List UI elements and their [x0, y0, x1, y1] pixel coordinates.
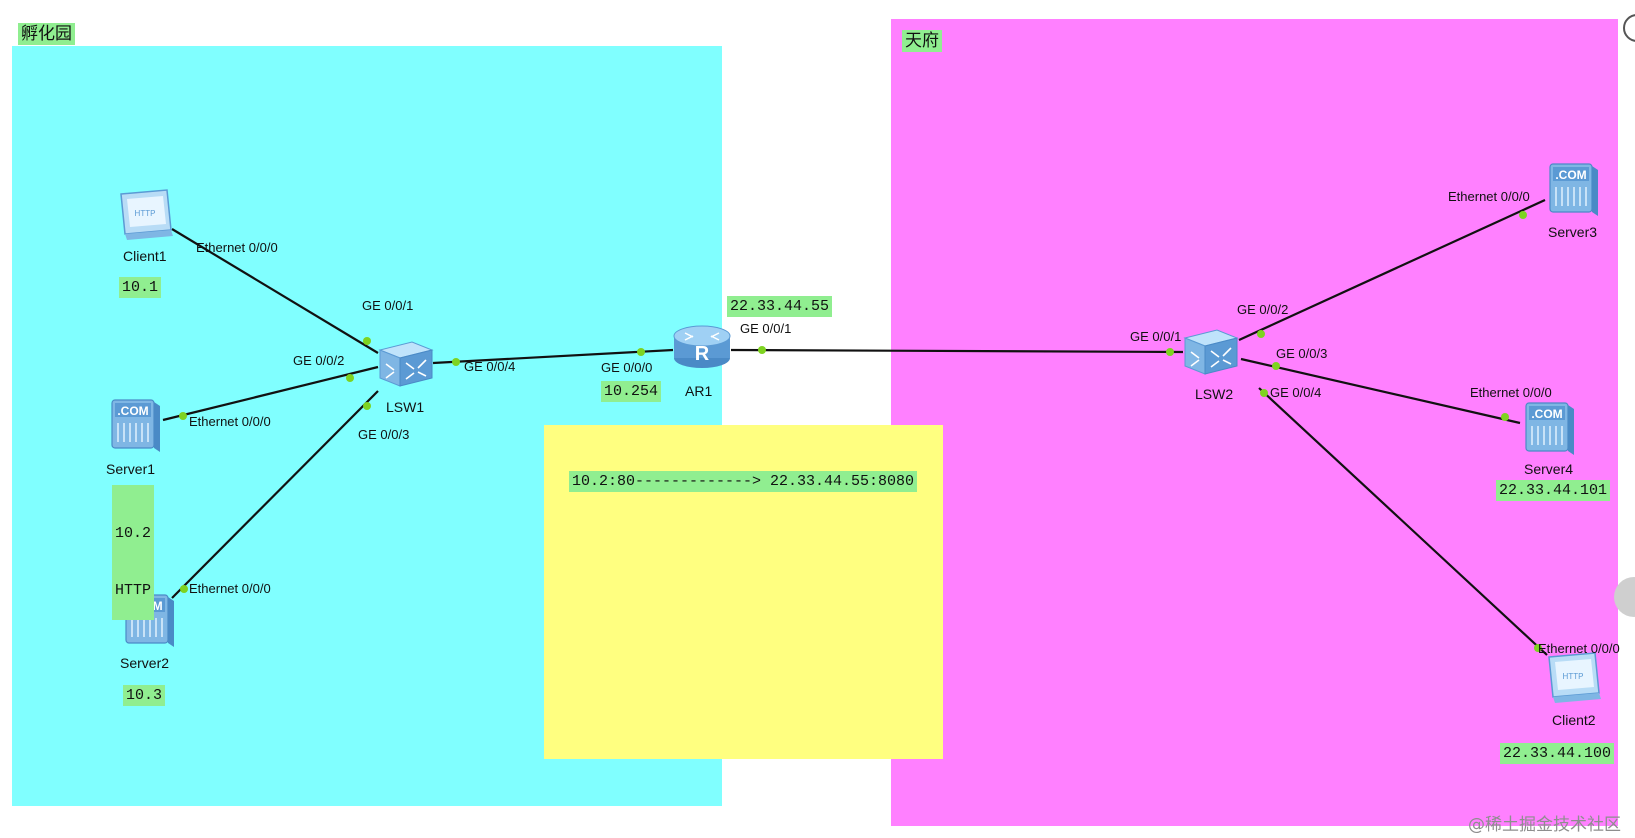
com-server-icon: .COM	[1525, 402, 1574, 455]
area-tianfu[interactable]	[891, 19, 1618, 826]
port-label-lsw1-g4: GE 0/0/4	[464, 359, 516, 374]
http-client-icon: HTTP	[120, 189, 173, 240]
note-server1-ip[interactable]: 10.2 HTTP	[112, 485, 155, 620]
port-dot	[363, 402, 371, 410]
port-dot	[1534, 644, 1542, 652]
port-dot	[1260, 389, 1268, 397]
port-dot	[1519, 211, 1527, 219]
svg-text:HTTP: HTTP	[1563, 672, 1584, 681]
port-dot	[1272, 362, 1280, 370]
link-client1-lsw1	[171, 228, 379, 354]
port-dot	[452, 358, 460, 366]
note-ar1-inside-ip[interactable]: 10.254	[601, 381, 662, 402]
port-dot	[1257, 330, 1265, 338]
port-dot	[180, 585, 188, 593]
device-name-ar1: AR1	[685, 383, 713, 399]
http-client-icon: HTTP	[1548, 652, 1601, 703]
port-dot	[179, 412, 187, 420]
svg-text:.COM: .COM	[117, 404, 148, 418]
port-label-lsw1-g1: GE 0/0/1	[362, 298, 414, 313]
port-label-client1-eth: Ethernet 0/0/0	[196, 240, 278, 255]
port-label-server1-eth: Ethernet 0/0/0	[189, 414, 271, 429]
port-label-server2-eth: Ethernet 0/0/0	[189, 581, 271, 596]
device-name-server1: Server1	[106, 461, 156, 477]
device-client2[interactable]: HTTP	[1543, 651, 1603, 705]
port-label-ar1-g1: GE 0/0/1	[740, 321, 792, 336]
port-label-lsw2-g4: GE 0/0/4	[1270, 385, 1322, 400]
device-name-server3: Server3	[1548, 224, 1598, 240]
com-server-icon: .COM	[1549, 163, 1598, 216]
note-nat-mapping[interactable]: 10.2:80-------------> 22.33.44.55:8080	[569, 471, 918, 492]
note-server1-ip-text: 10.2	[115, 525, 152, 542]
port-label-lsw1-g3: GE 0/0/3	[358, 427, 410, 442]
port-label-lsw2-g2: GE 0/0/2	[1237, 302, 1289, 317]
device-server1[interactable]: .COM	[108, 396, 164, 454]
link-server2-lsw1	[171, 390, 379, 599]
port-label-lsw1-g2: GE 0/0/2	[293, 353, 345, 368]
device-name-lsw2: LSW2	[1195, 386, 1234, 402]
port-label-ar1-g0: GE 0/0/0	[601, 360, 653, 375]
link-lsw2-server3	[1238, 198, 1546, 342]
device-client1[interactable]: HTTP	[115, 188, 175, 242]
port-label-client2-eth: Ethernet 0/0/0	[1538, 641, 1620, 656]
device-name-server2: Server2	[120, 655, 170, 671]
note-ar1-outside-ip[interactable]: 22.33.44.55	[727, 296, 833, 317]
note-client1-ip[interactable]: 10.1	[119, 277, 162, 298]
port-label-server4-eth: Ethernet 0/0/0	[1470, 385, 1552, 400]
port-dot	[1166, 348, 1174, 356]
device-lsw2[interactable]	[1181, 324, 1241, 378]
link-ar1-lsw2	[730, 348, 1184, 354]
router-icon: R	[673, 325, 731, 368]
area-label-tianfu: 天府	[902, 30, 942, 52]
svg-text:.COM: .COM	[1555, 168, 1586, 182]
watermark: @稀土掘金技术社区	[1468, 815, 1621, 835]
link-lsw2-client2	[1258, 387, 1548, 656]
svg-text:HTTP: HTTP	[135, 209, 156, 218]
port-dot	[346, 374, 354, 382]
switch-icon	[378, 341, 434, 387]
edge-button-middle[interactable]	[1614, 577, 1635, 617]
port-dot	[637, 348, 645, 356]
device-name-client1: Client1	[123, 248, 167, 264]
port-dot	[1501, 413, 1509, 421]
device-server3[interactable]: .COM	[1546, 160, 1602, 218]
svg-text:.COM: .COM	[1531, 407, 1562, 421]
svg-text:R: R	[695, 343, 710, 365]
note-client2-ip[interactable]: 22.33.44.100	[1500, 743, 1615, 764]
switch-icon	[1183, 329, 1239, 375]
device-ar1[interactable]: R	[671, 320, 733, 372]
port-dot	[363, 337, 371, 345]
link-server1-lsw1	[162, 365, 379, 422]
port-dot	[758, 346, 766, 354]
port-label-server3-eth: Ethernet 0/0/0	[1448, 189, 1530, 204]
note-server1-service-text: HTTP	[115, 582, 152, 599]
device-name-client2: Client2	[1552, 712, 1596, 728]
note-server4-ip[interactable]: 22.33.44.101	[1496, 480, 1611, 501]
device-lsw1[interactable]	[376, 336, 436, 390]
device-name-lsw1: LSW1	[386, 399, 425, 415]
com-server-icon: .COM	[111, 399, 160, 452]
link-lsw1-ar1	[432, 348, 674, 365]
area-label-fuhuayuan: 孵化园	[18, 23, 75, 45]
port-label-lsw2-g3: GE 0/0/3	[1276, 346, 1328, 361]
port-label-lsw2-g1: GE 0/0/1	[1130, 329, 1182, 344]
note-server2-ip[interactable]: 10.3	[123, 685, 166, 706]
device-server4[interactable]: .COM	[1522, 399, 1578, 457]
device-name-server4: Server4	[1524, 461, 1574, 477]
link-lsw2-server4	[1240, 357, 1521, 425]
